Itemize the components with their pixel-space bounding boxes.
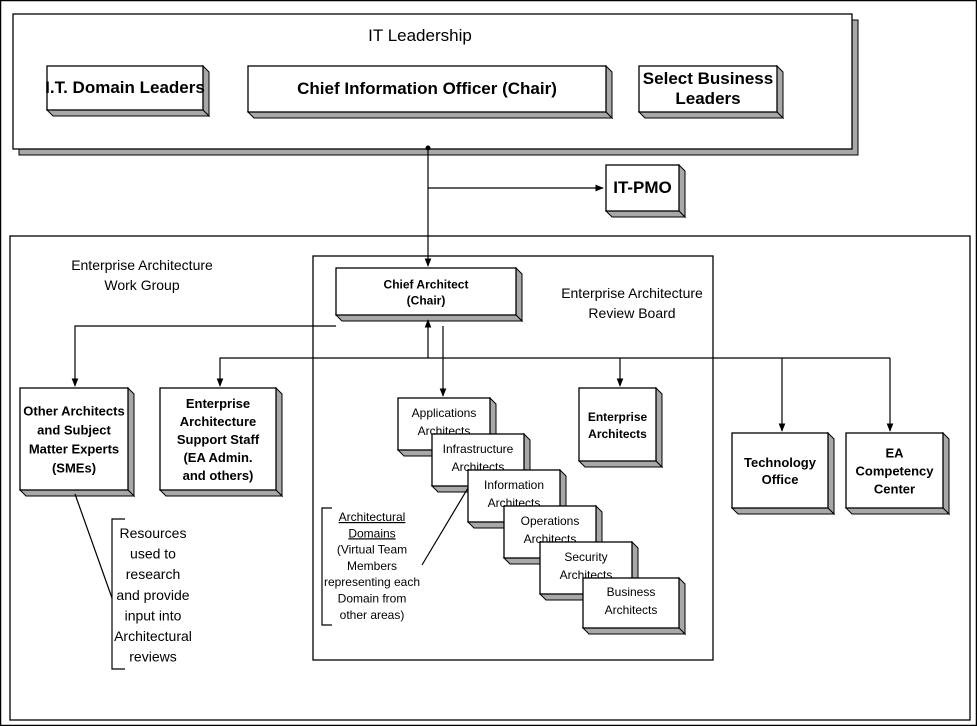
chief-architect-box-label: (Chair): [407, 294, 446, 308]
operations-architects-box-label: Operations: [521, 514, 580, 528]
information-architects-box-label: Information: [484, 478, 544, 492]
chief-architect-box: Chief Architect (Chair): [334, 266, 524, 323]
resources-note-line: and provide: [116, 587, 189, 603]
cio-box: Chief Information Officer (Chair): [246, 64, 614, 120]
other-architects-box-label: (SMEs): [52, 461, 96, 476]
connectors: [71, 145, 894, 670]
domains-note-line: Architectural: [339, 510, 406, 524]
business-architects-box-label: Business: [607, 585, 656, 599]
competency-center-box-label: EA: [885, 446, 904, 461]
support-staff-box-label: Support Staff: [177, 432, 260, 447]
it-pmo-box-label: IT-PMO: [613, 178, 672, 197]
infrastructure-architects-box-label: Infrastructure: [443, 442, 514, 456]
support-staff-box-label: Enterprise: [186, 396, 250, 411]
junction-dot: [425, 145, 431, 151]
to-support-staff-line: [216, 357, 890, 387]
sme-note-leader: [74, 493, 113, 599]
domains-note-leader: [421, 487, 469, 566]
domains-note-line: Domain from: [338, 592, 407, 606]
support-staff-box-label: (EA Admin.: [183, 450, 252, 465]
to-other-architects-line: [71, 325, 336, 387]
technology-office-box-label: Technology: [744, 455, 817, 470]
competency-center-box-label: Competency: [855, 464, 934, 479]
competency-center-box-label: Center: [874, 482, 915, 497]
domains-note-line: (Virtual Team: [337, 543, 407, 557]
it-leadership-title: IT Leadership: [368, 26, 472, 45]
resources-note-line: used to: [130, 546, 176, 562]
resources-note-line: Resources: [120, 525, 187, 541]
domains-note-line: representing each: [324, 575, 420, 589]
it-pmo-box: IT-PMO: [604, 163, 687, 219]
enterprise-architects-box-label: Architects: [588, 427, 647, 441]
support-staff-box-label: Architecture: [180, 414, 257, 429]
other-architects-box-label: Other Architects: [23, 404, 124, 419]
review-board-title-1: Enterprise Architecture: [561, 285, 703, 301]
domains-note-line: other areas): [340, 608, 405, 622]
security-architects-box-label: Security: [564, 550, 607, 564]
other-architects-box-label: Matter Experts: [29, 442, 119, 457]
work-group-title-2: Work Group: [104, 277, 179, 293]
business-architects-box-label: Architects: [605, 603, 658, 617]
domains-note-line: Domains: [348, 526, 395, 540]
support-staff-box-label: and others): [183, 468, 254, 483]
work-group-title-1: Enterprise Architecture: [71, 257, 213, 273]
other-architects-box-label: and Subject: [37, 423, 111, 438]
it-domain-leaders-box: I.T. Domain Leaders: [45, 64, 211, 118]
business-leaders-box-label: Leaders: [675, 89, 740, 108]
resources-bracket: [111, 518, 125, 670]
review-board-frame: Enterprise Architecture Review Board: [312, 255, 714, 661]
cio-box-label: Chief Information Officer (Chair): [297, 79, 557, 98]
resources-note-line: input into: [125, 607, 182, 623]
review-board-title-2: Review Board: [588, 305, 675, 321]
work-group-frame: Enterprise Architecture Work Group: [9, 235, 971, 721]
it-domain-leaders-box-label: I.T. Domain Leaders: [45, 78, 205, 97]
domains-bracket: [321, 507, 332, 626]
enterprise-architects-box-label: Enterprise: [588, 410, 648, 424]
domains-note-line: Members: [347, 559, 397, 573]
chief-architect-box-label: Chief Architect: [384, 278, 469, 292]
technology-office-box-label: Office: [762, 472, 799, 487]
business-leaders-box-label: Select Business: [643, 69, 773, 88]
resources-note-line: Architectural: [114, 628, 192, 644]
applications-architects-box-label: Applications: [412, 406, 477, 420]
resources-note-line: reviews: [129, 649, 176, 665]
resources-note-line: research: [126, 566, 180, 582]
